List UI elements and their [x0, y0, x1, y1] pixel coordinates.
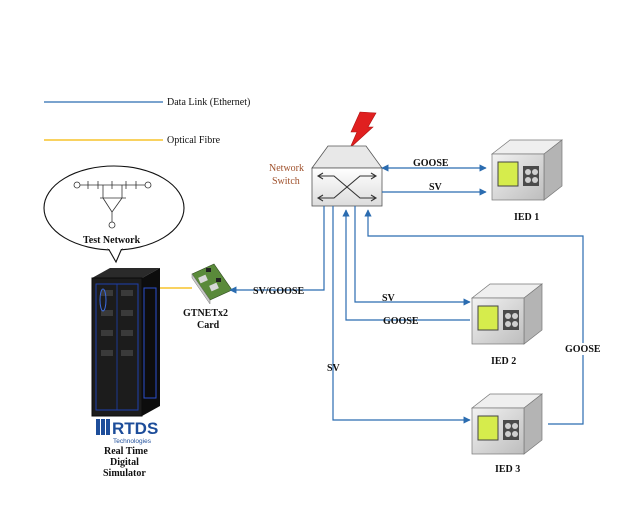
test-network-bubble: Test Network	[43, 165, 185, 264]
link-svgoose-gtnet	[229, 206, 325, 294]
switch-arrows-icon	[316, 172, 378, 202]
link-goose-ied2-label: GOOSE	[383, 316, 419, 327]
rtds-rack	[91, 268, 160, 417]
link-goose-ied3	[364, 209, 584, 425]
ied-1: IED 1	[490, 139, 564, 223]
gtnet-card: GTNETx2 Card	[183, 263, 233, 331]
link-goose-ied2	[342, 209, 470, 321]
link-svgoose-gtnet-label: SV/GOOSE	[253, 286, 304, 297]
gtnet-label-line2: Card	[197, 320, 220, 331]
rtds-label-line3: Simulator	[103, 468, 146, 479]
link-sv-ied3	[332, 206, 471, 424]
link-sv-ied1-label: SV	[429, 182, 443, 193]
rtds-label-line2: Digital	[110, 457, 139, 468]
rtds-logo-text: RTDS	[112, 419, 158, 438]
ethernet-links: GOOSE SV SV/GOOSE SV GOOSE SV GOOSE	[229, 158, 605, 425]
ied-1-label: IED 1	[514, 212, 539, 223]
network-switch: Network Switch	[269, 145, 383, 207]
link-goose-ied3-label: GOOSE	[565, 344, 601, 355]
link-sv-ied2-label: SV	[382, 293, 396, 304]
link-goose-ied1-label: GOOSE	[413, 158, 449, 169]
link-sv-ied2	[354, 206, 471, 306]
test-network-label: Test Network	[83, 235, 141, 246]
gtnet-label-line1: GTNETx2	[183, 308, 228, 319]
switch-label-line1: Network	[269, 163, 304, 174]
legend-fibre-label: Optical Fibre	[167, 135, 221, 146]
rtds-logo-subtext: Technologies	[113, 438, 152, 445]
ied-2-label: IED 2	[491, 356, 516, 367]
test-network-schematic	[73, 181, 152, 229]
rtds-label-line1: Real Time	[104, 446, 148, 457]
switch-label-line2: Switch	[272, 176, 300, 187]
legend-ethernet-label: Data Link (Ethernet)	[167, 97, 250, 108]
ied-3: IED 3	[470, 393, 544, 475]
legend: Data Link (Ethernet) Optical Fibre	[44, 97, 250, 146]
ied-3-label: IED 3	[495, 464, 520, 475]
lightning-bolt-icon	[349, 111, 377, 149]
link-sv-ied3-label: SV	[327, 363, 341, 374]
ied-2: IED 2	[470, 283, 544, 367]
rtds-logo: RTDS Technologies	[96, 419, 158, 445]
